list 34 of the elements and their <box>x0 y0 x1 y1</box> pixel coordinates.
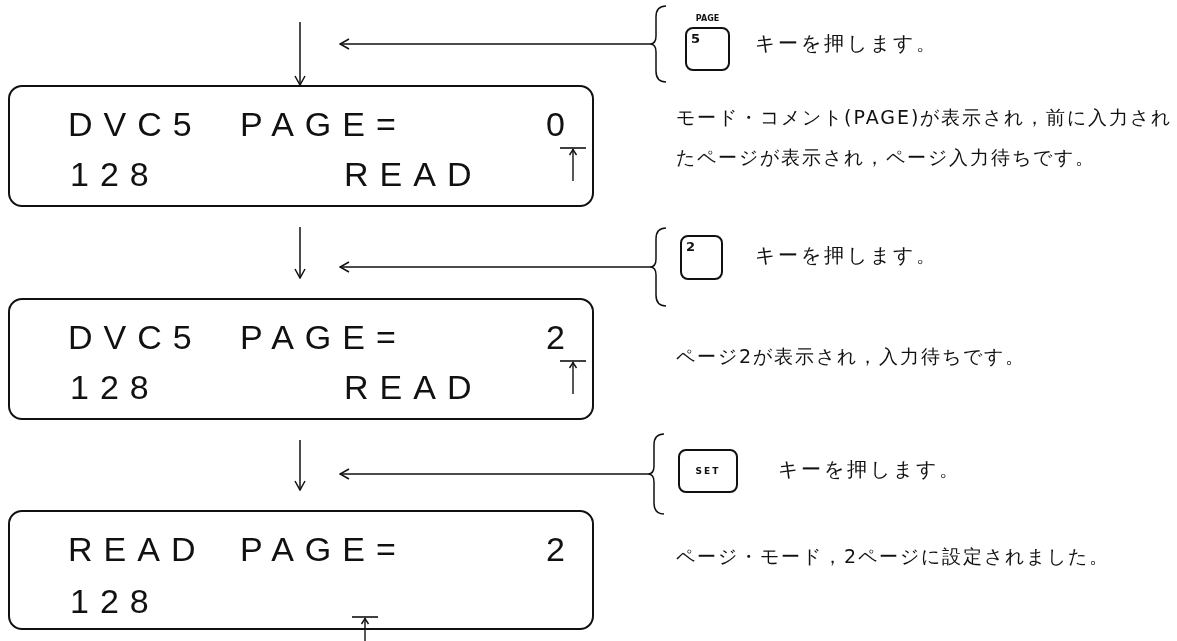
arrow <box>294 226 306 279</box>
display-text: READ <box>68 532 207 566</box>
lcd-display <box>8 298 594 420</box>
arrow <box>339 261 651 273</box>
instruction-text: キーを押します。 <box>755 243 939 267</box>
key-legend: PAGE <box>695 15 720 23</box>
display-text: DVC5 <box>68 107 203 141</box>
display-text: 2 <box>546 532 576 566</box>
display-text: READ <box>344 370 483 404</box>
arrow <box>294 21 306 86</box>
display-text: 0 <box>546 107 576 141</box>
display-text: READ <box>344 157 483 191</box>
key-label: 2 <box>685 238 696 253</box>
display-text: 128 <box>70 370 160 404</box>
lcd-display <box>8 85 594 207</box>
display-text: 128 <box>70 584 160 618</box>
keycap <box>680 235 723 280</box>
description-text: ページ2が表示され，入力待ちです。 <box>676 344 1028 369</box>
arrow <box>339 468 649 480</box>
keycap <box>678 449 738 493</box>
instruction-text: キーを押します。 <box>755 31 939 55</box>
display-text: PAGE= <box>240 320 407 354</box>
display-text: PAGE= <box>240 532 407 566</box>
display-text: 2 <box>546 320 576 354</box>
display-text: DVC5 <box>68 320 203 354</box>
key-label: 5 <box>690 30 701 45</box>
arrow <box>294 439 306 491</box>
description-text: ページ・モード，2ページに設定されました。 <box>676 544 1112 569</box>
key-label: SET <box>695 466 721 476</box>
description-text: モード・コメント(PAGE)が表示され，前に入力されたページが表示され，ページ入力待ちです。 <box>676 105 1174 170</box>
display-text: PAGE= <box>240 107 407 141</box>
instruction-text: キーを押します。 <box>778 457 962 481</box>
arrow <box>339 38 651 50</box>
display-text: 128 <box>70 157 160 191</box>
